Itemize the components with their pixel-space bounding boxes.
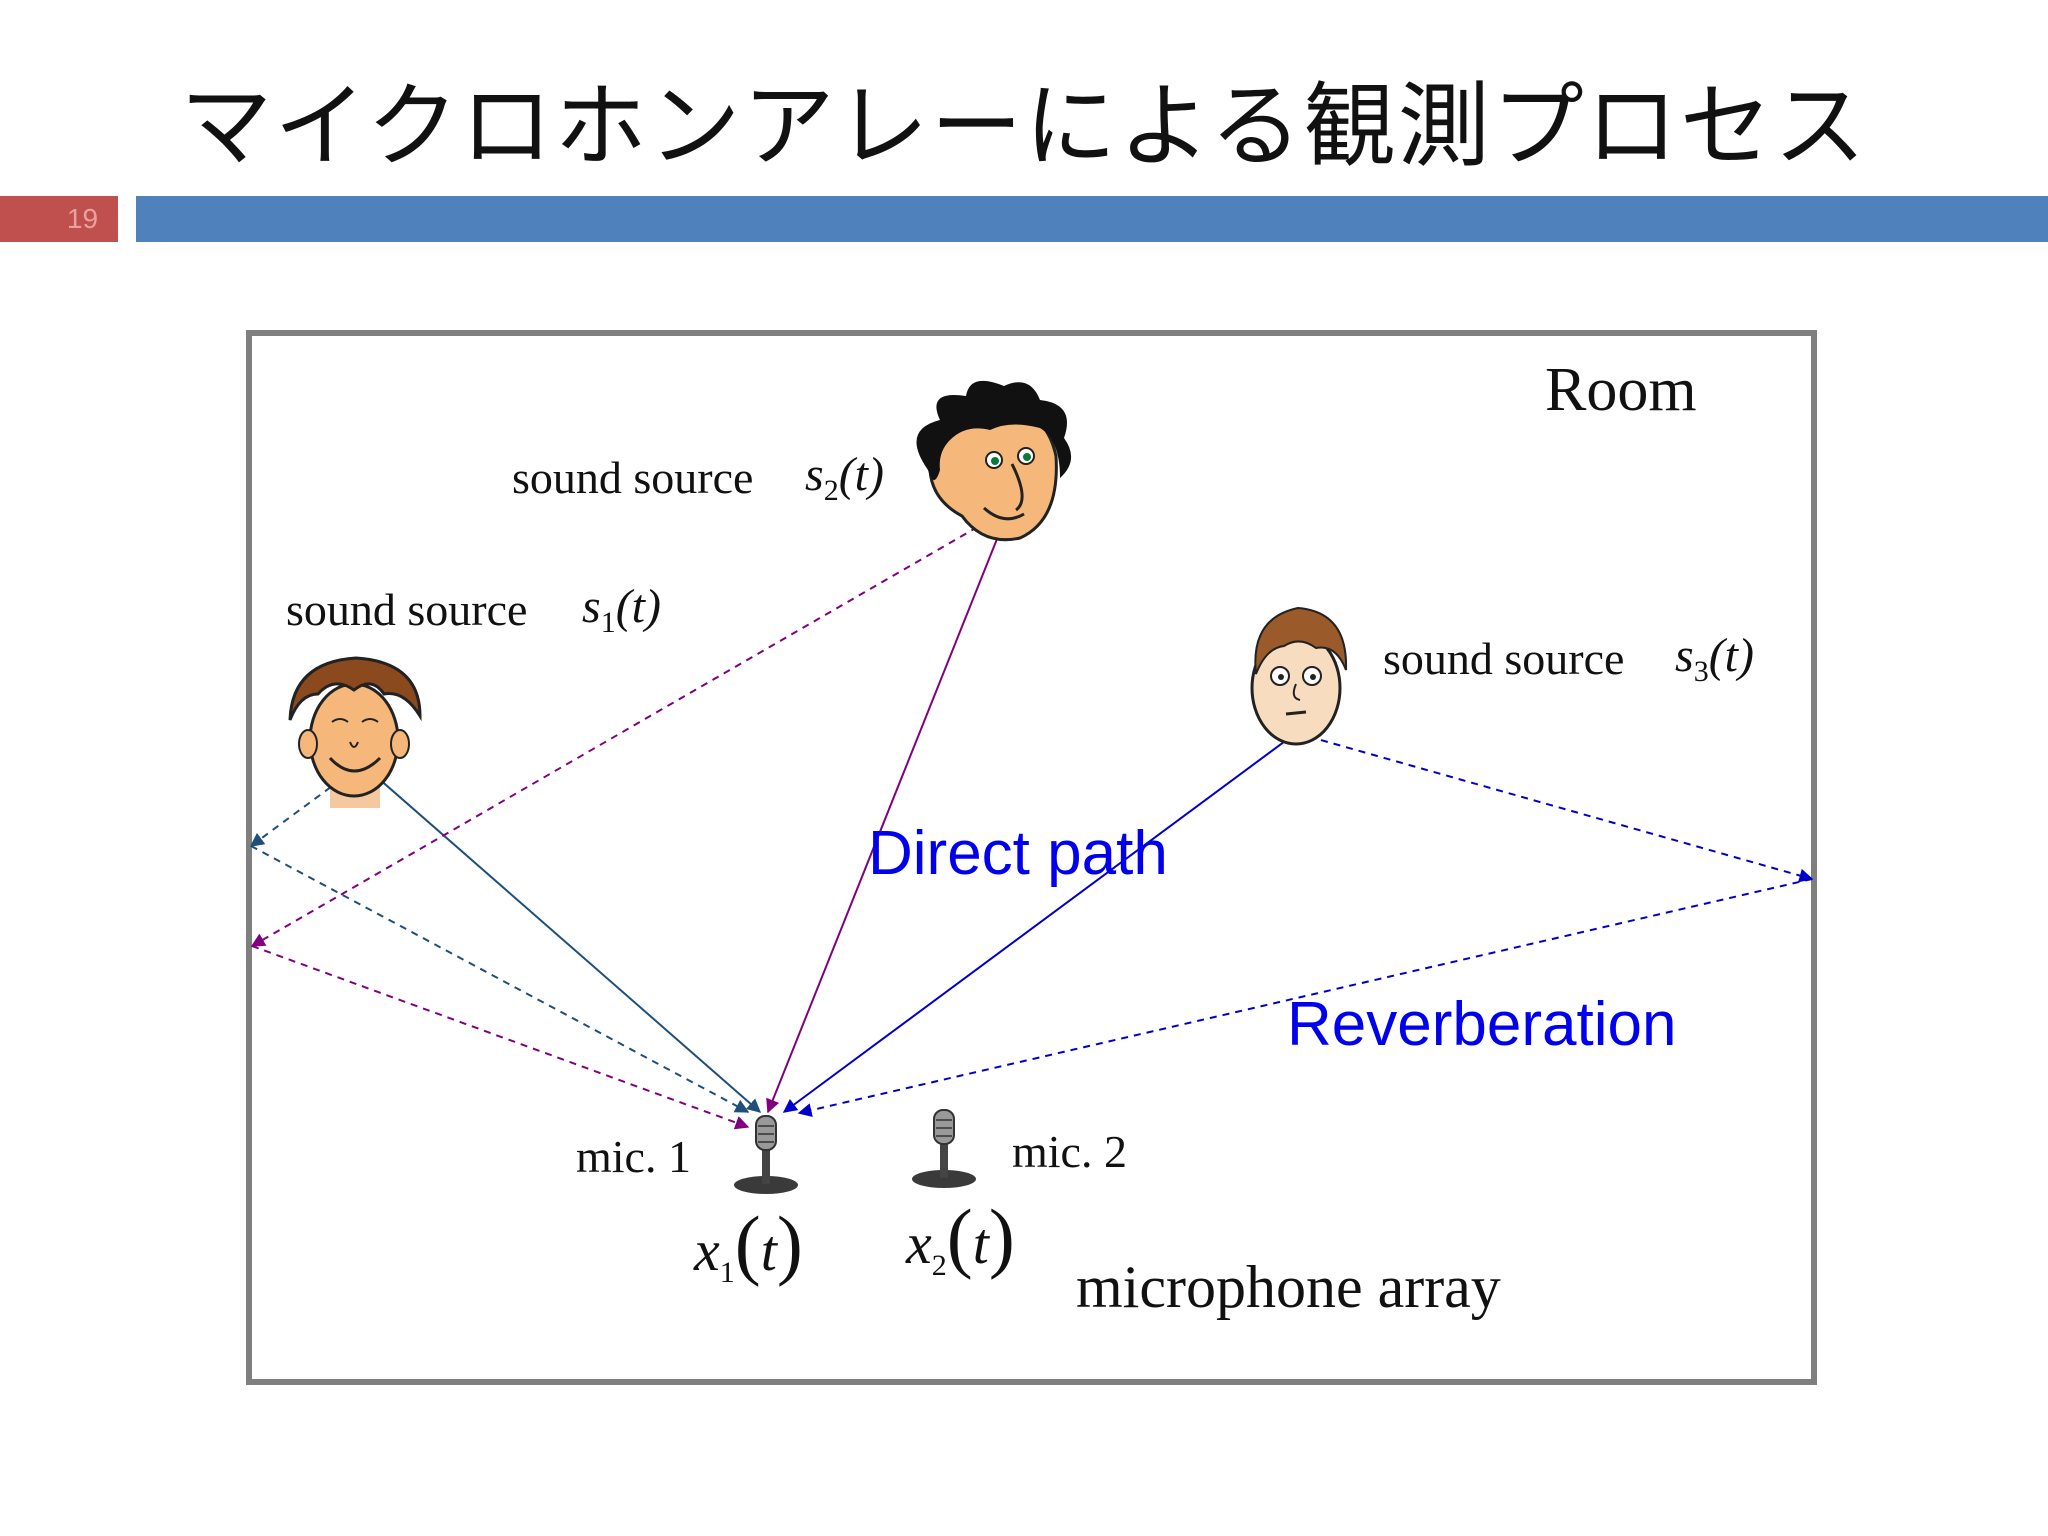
source-3-s: s (1675, 629, 1694, 682)
mic-1-arg: t (761, 1218, 779, 1283)
mic-2-rparen: ) (989, 1193, 1015, 1280)
microphone-array-label: microphone array (1076, 1254, 1501, 1320)
title-bar (136, 196, 2048, 242)
source-3-symbol: s3(t) (1675, 629, 1754, 688)
room-border (246, 330, 1817, 1385)
reverb-path-s2-b (251, 945, 750, 1130)
mic-2-symbol: x2(t) (905, 1193, 1015, 1282)
mic-2-arg: t (973, 1211, 991, 1276)
direct-path-s2 (766, 513, 1008, 1114)
mic-2-sub: 2 (932, 1249, 947, 1282)
mic-1-lparen: ( (735, 1200, 761, 1287)
source-2-sub: 2 (824, 474, 839, 507)
source-2-symbol: s2(t) (805, 448, 884, 507)
reverb-path-s3-a (1295, 732, 1814, 883)
mic-1-rparen: ) (777, 1200, 803, 1287)
source-2-face (916, 380, 1072, 542)
slide-number-box (0, 196, 118, 242)
reverberation-label: Reverberation (1287, 990, 1676, 1059)
direct-path-label: Direct path (868, 819, 1168, 888)
mic-2-lparen: ( (947, 1193, 973, 1280)
slide-title: マイクロホンアレーによる観測プロセス (180, 73, 1868, 180)
source-3-arg: (t) (1709, 629, 1754, 682)
direct-path-s3 (782, 732, 1297, 1113)
source-1-sub: 1 (601, 606, 616, 639)
mic-1-symbol: x1(t) (693, 1200, 803, 1289)
mic-2-label: mic. 2 (1012, 1126, 1127, 1177)
source-3-face (1250, 606, 1348, 746)
source-2-label: sound source (512, 452, 753, 503)
source-2-arg: (t) (839, 448, 884, 501)
source-1-symbol: s1(t) (582, 580, 661, 639)
source-1-face (288, 656, 422, 808)
room-label: Room (1545, 356, 1697, 424)
mic-2-icon (912, 1109, 976, 1188)
mic-1-sub: 1 (720, 1256, 735, 1289)
source-3-sub: 3 (1694, 655, 1709, 688)
source-3-label: sound source (1383, 633, 1624, 684)
reverb-path-s3-b (797, 878, 1813, 1117)
reverb-path-s1-a (249, 763, 363, 847)
mic-1-x: x (693, 1218, 720, 1283)
source-1-label: sound source (286, 584, 527, 635)
direct-path-s1 (361, 763, 762, 1113)
source-1-arg: (t) (616, 580, 661, 633)
slide-number: 19 (66, 203, 99, 234)
reverb-path-s2-a (250, 513, 1001, 947)
mic-1-label: mic. 1 (576, 1131, 691, 1182)
mic-2-x: x (905, 1211, 932, 1276)
reverb-path-s1-b (250, 845, 750, 1113)
mic-1-icon (734, 1115, 798, 1194)
source-1-s: s (582, 580, 601, 633)
source-2-s: s (805, 448, 824, 501)
